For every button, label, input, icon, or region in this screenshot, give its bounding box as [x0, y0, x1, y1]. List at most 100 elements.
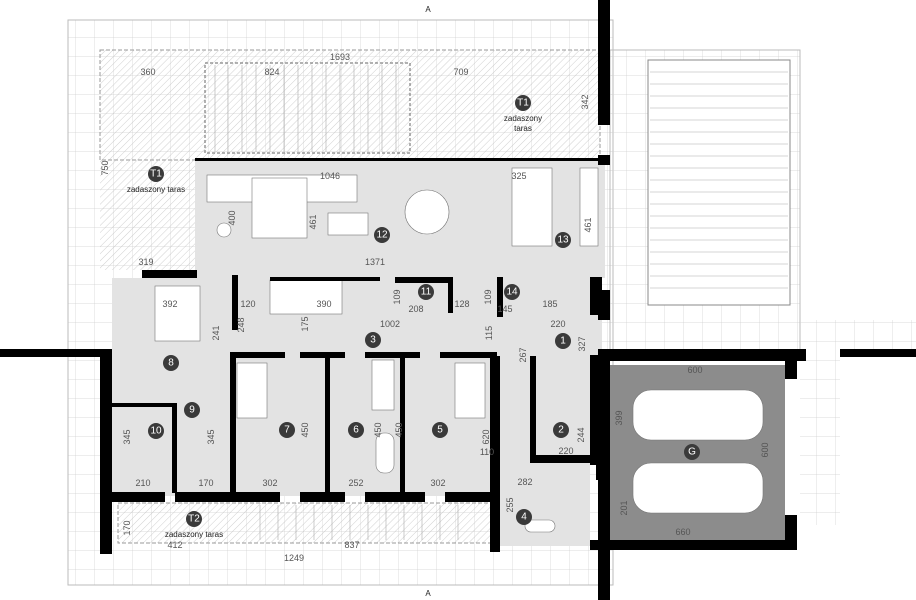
- room-marker-t1-right: T1: [515, 95, 531, 111]
- pergola-slats: [214, 65, 788, 540]
- room-marker-11: 11: [418, 284, 434, 300]
- room-marker-6: 6: [348, 422, 364, 438]
- dimension-label: 1002: [380, 319, 400, 329]
- dimension-label: 175: [300, 316, 310, 331]
- dimension-label: 208: [408, 304, 423, 314]
- dimension-label: 342: [580, 94, 590, 109]
- dimension-label: 327: [577, 336, 587, 351]
- section-marker-top: A: [425, 5, 431, 14]
- dimension-label: 660: [675, 527, 690, 537]
- dimension-label: 145: [497, 304, 512, 314]
- room-label-t2: zadaszony taras: [165, 530, 223, 539]
- dimension-label: 450: [373, 422, 383, 437]
- dimension-label: 750: [100, 160, 110, 175]
- svg-text:4: 4: [521, 512, 527, 523]
- dimension-label: 255: [505, 497, 515, 512]
- svg-text:1: 1: [560, 336, 566, 347]
- room-marker-1: 1: [555, 333, 571, 349]
- svg-text:5: 5: [437, 425, 443, 436]
- terrace-grid-garage-side: [800, 350, 840, 525]
- room-marker-7: 7: [279, 422, 295, 438]
- dimension-label: 302: [262, 478, 277, 488]
- room-marker-13: 13: [555, 232, 571, 248]
- room-marker-2: 2: [553, 422, 569, 438]
- dimension-label: 450: [394, 422, 404, 437]
- dimension-label: 244: [576, 427, 586, 442]
- dimension-label: 600: [760, 442, 770, 457]
- dimension-label: 461: [308, 214, 318, 229]
- svg-text:10: 10: [150, 426, 162, 437]
- room-label-t1-left: zadaszony taras: [127, 185, 185, 194]
- room-marker-4: 4: [516, 509, 532, 525]
- dimension-label: 282: [517, 477, 532, 487]
- dimension-label: 1249: [284, 553, 304, 563]
- svg-text:14: 14: [506, 287, 518, 298]
- room-marker-8: 8: [163, 355, 179, 371]
- svg-text:9: 9: [189, 405, 195, 416]
- dimension-label: 319: [138, 257, 153, 267]
- dimension-label: 170: [198, 478, 213, 488]
- pergola-top: [204, 62, 411, 154]
- dimension-label: 1371: [365, 257, 385, 267]
- room-marker-3: 3: [365, 332, 381, 348]
- room-marker-t1-left: T1: [148, 166, 164, 182]
- dimension-label: 392: [162, 299, 177, 309]
- dimension-label: 709: [453, 67, 468, 77]
- dimension-label: 267: [518, 347, 528, 362]
- svg-text:8: 8: [168, 358, 174, 369]
- dimension-label: 345: [122, 429, 132, 444]
- dimension-label: 390: [316, 299, 331, 309]
- dimension-label: 210: [135, 478, 150, 488]
- room-marker-14: 14: [504, 284, 520, 300]
- svg-text:11: 11: [421, 287, 432, 298]
- room-marker-t2: T2: [186, 511, 202, 527]
- dimension-label: 115: [484, 326, 494, 340]
- dimension-label: 241: [211, 325, 221, 340]
- svg-text:13: 13: [557, 235, 569, 246]
- dimension-label: 220: [558, 446, 573, 456]
- svg-text:6: 6: [353, 425, 359, 436]
- dimension-label: 325: [511, 171, 526, 181]
- dimension-label: 360: [140, 67, 155, 77]
- dimension-label: 248: [236, 317, 246, 332]
- terrace-grid-east: [800, 320, 916, 350]
- dimension-label: 201: [619, 500, 629, 515]
- room-marker-10: 10: [148, 423, 164, 439]
- dimension-label: 120: [240, 299, 255, 309]
- room-marker-g: G: [684, 444, 700, 460]
- room-label-t1-right-2: taras: [514, 124, 532, 133]
- section-marker-bottom: A: [425, 589, 431, 598]
- dimension-label: 220: [550, 319, 565, 329]
- room-marker-12: 12: [374, 227, 390, 243]
- svg-text:G: G: [688, 447, 696, 458]
- room-label-t1-right-1: zadaszony: [504, 114, 542, 123]
- svg-text:T1: T1: [517, 98, 529, 109]
- dimension-label: 837: [344, 540, 359, 550]
- svg-text:3: 3: [370, 335, 376, 346]
- svg-text:12: 12: [376, 230, 388, 241]
- dimension-label: 400: [227, 210, 237, 225]
- room-utility: [498, 356, 590, 546]
- dimension-label: 128: [454, 299, 469, 309]
- dimension-label: 109: [483, 289, 493, 304]
- svg-text:7: 7: [284, 425, 290, 436]
- roof-overhang-left: [100, 160, 195, 270]
- dimension-label: 345: [206, 429, 216, 444]
- room-marker-5: 5: [432, 422, 448, 438]
- dimension-label: 109: [392, 289, 402, 304]
- dimension-label: 110: [480, 447, 494, 457]
- dimension-label: 1046: [320, 171, 340, 181]
- dimension-label: 252: [348, 478, 363, 488]
- dimension-label: 185: [542, 299, 557, 309]
- furniture: [154, 167, 764, 533]
- dimension-label: 620: [481, 429, 491, 444]
- roof-overhang-bottom: [117, 502, 499, 544]
- dimension-label: 600: [687, 365, 702, 375]
- dimension-label: 1693: [330, 52, 350, 62]
- svg-text:2: 2: [558, 425, 564, 436]
- dimension-label: 170: [122, 520, 132, 535]
- room-marker-9: 9: [184, 402, 200, 418]
